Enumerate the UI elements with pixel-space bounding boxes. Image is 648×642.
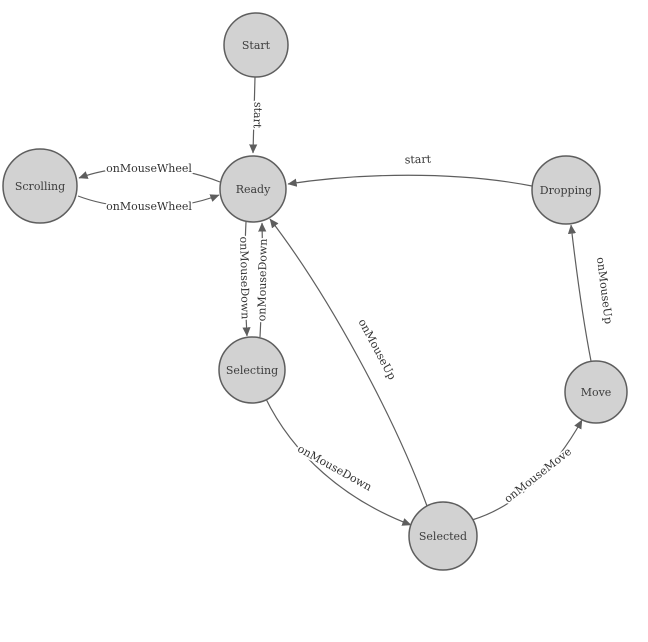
node-selecting[interactable]: Selecting bbox=[218, 336, 286, 404]
node-scrolling-circle[interactable] bbox=[2, 148, 78, 224]
node-selected-circle[interactable] bbox=[408, 501, 478, 571]
edge-selected-to-move: onMouseMove bbox=[471, 419, 583, 521]
edge-ready-to-selecting-path bbox=[242, 221, 251, 337]
edge-label-onmousewheel-bottom: onMouseWheel bbox=[106, 200, 192, 213]
edge-ready-to-scrolling-path bbox=[78, 166, 221, 183]
edge-label-onmousedown-bottom: onMouseDown bbox=[295, 442, 374, 494]
node-selecting-circle[interactable] bbox=[218, 336, 286, 404]
node-move-circle[interactable] bbox=[564, 360, 628, 424]
edge-label-onmousedown-left: onMouseDown bbox=[237, 236, 251, 319]
edge-label-onmousewheel-top: onMouseWheel bbox=[106, 162, 192, 175]
node-ready-label: Ready bbox=[236, 183, 271, 196]
edge-selecting-to-ready-path bbox=[258, 222, 267, 338]
node-move[interactable]: Move bbox=[564, 360, 628, 424]
edge-dropping-to-ready-path bbox=[287, 174, 533, 187]
edge-label-onmousemove: onMouseMove bbox=[502, 445, 574, 505]
edge-start-to-ready-path bbox=[249, 76, 258, 154]
edge-selected-to-move-path bbox=[471, 419, 583, 521]
edge-selected-to-ready: onMouseUp bbox=[269, 218, 428, 507]
edge-label-onmouseup-long: onMouseUp bbox=[356, 317, 399, 382]
edge-dropping-to-ready: start bbox=[287, 151, 533, 187]
edge-label-start-dropping: start bbox=[405, 153, 432, 167]
edge-selecting-to-ready: onMouseDown bbox=[254, 222, 271, 338]
edge-label-onmouseup-right: onMouseUp bbox=[594, 256, 615, 324]
node-move-label: Move bbox=[581, 386, 612, 399]
edge-label-onmousedown-right: onMouseDown bbox=[255, 238, 269, 321]
node-ready[interactable]: Ready bbox=[219, 155, 287, 223]
edge-move-to-dropping: onMouseUp bbox=[567, 224, 617, 362]
node-scrolling[interactable]: Scrolling bbox=[2, 148, 78, 224]
node-dropping-circle[interactable] bbox=[531, 155, 601, 225]
node-scrolling-label: Scrolling bbox=[15, 180, 65, 193]
edge-scrolling-to-ready-path bbox=[77, 194, 220, 209]
edge-label-start: start bbox=[251, 102, 265, 129]
node-selected-label: Selected bbox=[419, 530, 467, 543]
edge-ready-to-scrolling: onMouseWheel bbox=[78, 160, 221, 183]
node-start-label: Start bbox=[242, 39, 271, 52]
edge-scrolling-to-ready: onMouseWheel bbox=[77, 194, 220, 215]
edge-start-to-ready: start bbox=[249, 76, 266, 154]
node-ready-circle[interactable] bbox=[219, 155, 287, 223]
edge-selected-to-ready-path bbox=[269, 218, 428, 507]
node-start[interactable]: Start bbox=[223, 12, 289, 78]
edge-move-to-dropping-path bbox=[567, 224, 592, 362]
edge-selecting-to-selected-path bbox=[264, 396, 412, 526]
node-selecting-label: Selecting bbox=[226, 364, 278, 377]
node-dropping-label: Dropping bbox=[540, 184, 592, 197]
edge-ready-to-selecting: onMouseDown bbox=[236, 221, 253, 337]
node-start-circle[interactable] bbox=[223, 12, 289, 78]
node-dropping[interactable]: Dropping bbox=[531, 155, 601, 225]
node-selected[interactable]: Selected bbox=[408, 501, 478, 571]
